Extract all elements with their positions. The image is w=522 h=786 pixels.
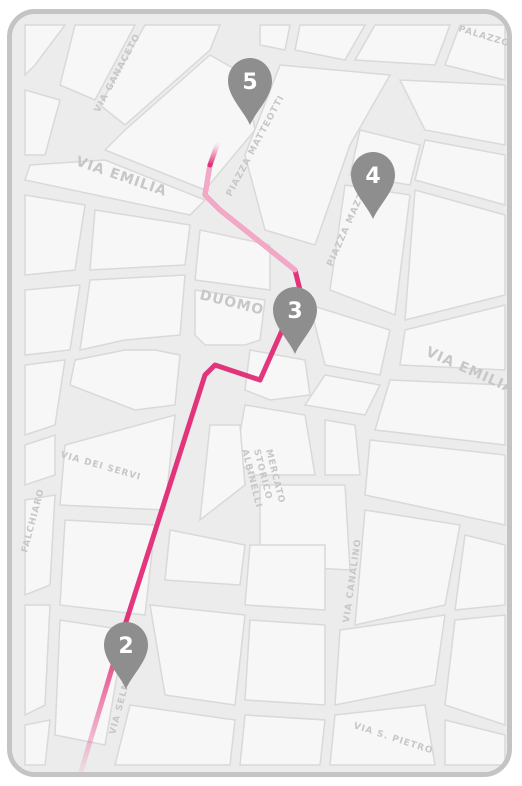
city-block	[24, 89, 61, 156]
city-block	[414, 139, 506, 206]
city-block	[149, 604, 246, 706]
city-block	[354, 509, 461, 626]
map-pin-icon	[104, 622, 148, 689]
city-block	[308, 303, 391, 376]
city-block	[24, 494, 56, 597]
city-block	[244, 349, 311, 401]
city-block	[69, 349, 181, 411]
city-block	[24, 194, 86, 276]
city-block	[164, 529, 246, 586]
city-block	[24, 24, 67, 77]
stop-number: 5	[242, 70, 257, 95]
city-block	[329, 704, 436, 766]
map-pin-icon	[351, 152, 395, 219]
route-line-faded-start	[202, 162, 298, 273]
route-line-faded-top	[207, 142, 220, 168]
city-block	[24, 604, 51, 717]
city-block	[59, 24, 137, 101]
city-block	[24, 433, 56, 487]
city-block	[364, 439, 506, 526]
map-pin-5[interactable]: 5	[228, 58, 272, 125]
city-block	[239, 714, 326, 766]
city-block	[114, 704, 236, 766]
map-pin-icon	[228, 58, 272, 125]
map-pin-icon	[273, 287, 317, 354]
city-block	[24, 159, 207, 216]
city-block	[334, 614, 446, 706]
city-block	[24, 719, 51, 766]
map-pin-2[interactable]: 2	[104, 622, 148, 689]
city-block	[294, 24, 367, 61]
city-block	[303, 374, 382, 416]
city-block	[199, 424, 246, 522]
map-frame[interactable]: VIA EMILIA VIA EMILIA VIA GANACETO PIAZZ…	[7, 9, 512, 777]
city-block	[353, 24, 452, 66]
city-block	[24, 359, 66, 437]
city-block	[79, 274, 186, 351]
city-block	[259, 24, 291, 51]
city-block	[324, 419, 361, 476]
city-block	[59, 519, 156, 616]
city-block	[444, 24, 506, 81]
city-block	[444, 719, 506, 766]
city-block	[244, 544, 326, 611]
city-block	[444, 614, 506, 727]
city-block	[398, 79, 506, 146]
city-block	[244, 64, 392, 246]
city-blocks	[24, 24, 506, 766]
map-pin-3[interactable]: 3	[273, 287, 317, 354]
city-block	[244, 619, 326, 706]
city-block	[404, 189, 506, 321]
city-block	[24, 284, 81, 356]
city-block	[454, 534, 506, 611]
city-block	[399, 304, 506, 371]
stop-number: 4	[365, 164, 380, 189]
stop-number: 3	[287, 299, 302, 324]
city-block	[89, 209, 191, 271]
city-block	[194, 289, 266, 346]
city-block	[59, 413, 176, 511]
map-pin-4[interactable]: 4	[351, 152, 395, 219]
city-block	[194, 229, 271, 291]
map-canvas[interactable]: VIA EMILIA VIA EMILIA VIA GANACETO PIAZZ…	[12, 14, 507, 772]
city-block	[374, 379, 506, 446]
city-block	[99, 24, 222, 126]
stop-number: 2	[118, 634, 133, 659]
